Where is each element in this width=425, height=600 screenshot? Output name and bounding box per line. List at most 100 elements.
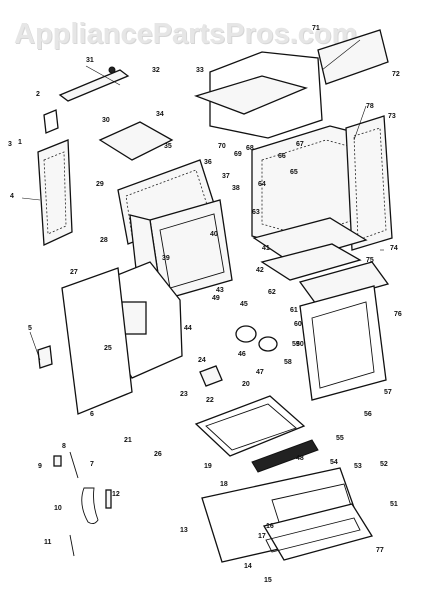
callout-64: 64 <box>258 181 266 188</box>
callout-62: 62 <box>268 289 276 296</box>
lower-base <box>194 395 306 457</box>
callout-74: 74 <box>390 245 398 252</box>
callout-44: 44 <box>184 325 192 332</box>
small-bracket-5 <box>37 345 53 369</box>
callout-75: 75 <box>366 257 374 264</box>
callout-37: 37 <box>222 173 230 180</box>
element-knob-45 <box>235 325 257 343</box>
callout-57: 57 <box>384 389 392 396</box>
front-frame <box>299 285 387 401</box>
callout-20: 20 <box>242 381 250 388</box>
callout-25: 25 <box>104 345 112 352</box>
callout-35: 35 <box>164 143 172 150</box>
callout-47: 47 <box>256 369 264 376</box>
callout-73: 73 <box>388 113 396 120</box>
clip-9 <box>53 455 62 467</box>
callout-71: 71 <box>312 25 320 32</box>
callout-32: 32 <box>152 67 160 74</box>
callout-67: 67 <box>296 141 304 148</box>
door-outer-panel <box>61 267 133 415</box>
callout-70: 70 <box>218 143 226 150</box>
callout-29: 29 <box>96 181 104 188</box>
callout-51: 51 <box>390 501 398 508</box>
callout-13: 13 <box>180 527 188 534</box>
control-knob <box>108 66 116 74</box>
callout-33: 33 <box>196 67 204 74</box>
callout-58: 58 <box>284 359 292 366</box>
callout-14: 14 <box>244 563 252 570</box>
callout-11: 11 <box>44 539 52 546</box>
callout-31: 31 <box>86 57 94 64</box>
kickplate <box>251 439 319 473</box>
top-right-panel <box>317 29 389 85</box>
drawer-front <box>262 503 374 561</box>
oven-bottom <box>252 217 368 263</box>
callout-63: 63 <box>252 209 260 216</box>
callout-38: 38 <box>232 185 240 192</box>
callout-8: 8 <box>62 443 66 450</box>
callout-34: 34 <box>156 111 164 118</box>
callout-45: 45 <box>240 301 248 308</box>
callout-15: 15 <box>264 577 272 584</box>
callout-41: 41 <box>262 245 270 252</box>
callout-72: 72 <box>392 71 400 78</box>
callout-68: 68 <box>246 145 254 152</box>
callout-69: 69 <box>234 151 242 158</box>
callout-43: 43 <box>216 287 224 294</box>
small-clip <box>43 109 59 134</box>
callout-36: 36 <box>204 159 212 166</box>
callout-1: 1 <box>18 139 22 146</box>
handle-10 <box>81 487 99 525</box>
callout-22: 22 <box>206 397 214 404</box>
callout-46: 46 <box>238 351 246 358</box>
callout-39: 39 <box>162 255 170 262</box>
callout-17: 17 <box>258 533 266 540</box>
callout-6: 6 <box>90 411 94 418</box>
callout-42: 42 <box>256 267 264 274</box>
callout-53: 53 <box>354 463 362 470</box>
callout-77: 77 <box>376 547 384 554</box>
callout-23: 23 <box>180 391 188 398</box>
callout-21: 21 <box>124 437 132 444</box>
callout-55: 55 <box>336 435 344 442</box>
callout-12: 12 <box>112 491 120 498</box>
hinge-pin-8 <box>69 451 79 479</box>
broiler-slide <box>199 365 223 387</box>
right-outer-panel <box>345 115 393 251</box>
callout-66: 66 <box>278 153 286 160</box>
element-knob-59 <box>258 336 278 352</box>
callout-2: 2 <box>36 91 40 98</box>
callout-10: 10 <box>54 505 62 512</box>
callout-76: 76 <box>394 311 402 318</box>
callout-4: 4 <box>10 193 14 200</box>
control-bracket <box>58 69 130 102</box>
callout-30: 30 <box>102 117 110 124</box>
callout-19: 19 <box>204 463 212 470</box>
callout-28: 28 <box>100 237 108 244</box>
callout-numbers: 1234567891011121314151617181920212223242… <box>8 25 402 584</box>
callout-48: 48 <box>296 455 304 462</box>
callout-54: 54 <box>330 459 338 466</box>
callout-3: 3 <box>8 141 12 148</box>
callout-49: 49 <box>212 295 220 302</box>
callout-59: 59 <box>292 341 300 348</box>
front-frame-top <box>298 261 390 305</box>
hinge-12 <box>105 489 112 509</box>
callout-52: 52 <box>380 461 388 468</box>
callout-61: 61 <box>290 307 298 314</box>
callout-5: 5 <box>28 325 32 332</box>
door-window <box>121 301 147 335</box>
rear-panel <box>98 121 174 161</box>
callout-7: 7 <box>90 461 94 468</box>
callout-24: 24 <box>198 357 206 364</box>
callout-16: 16 <box>266 523 274 530</box>
left-side-panel <box>37 139 73 246</box>
callout-18: 18 <box>220 481 228 488</box>
callout-78: 78 <box>366 103 374 110</box>
callout-40: 40 <box>210 231 218 238</box>
top-burner-box <box>193 75 308 115</box>
oven-rack <box>260 243 362 281</box>
callout-9: 9 <box>38 463 42 470</box>
